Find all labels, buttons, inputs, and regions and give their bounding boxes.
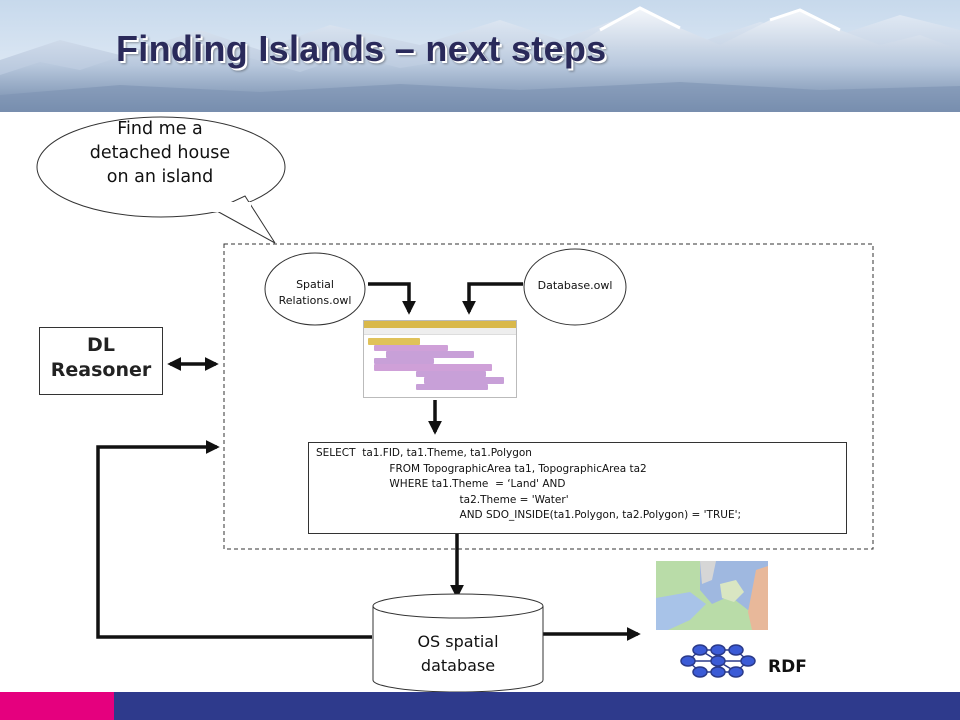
rdf-label: RDF (768, 657, 807, 677)
footer-band (114, 692, 960, 720)
spatial-relations-owl-node (264, 252, 366, 326)
spatial-relations-owl-label: Spatial Relations.owl (278, 278, 352, 307)
footer-bar (0, 692, 960, 720)
ontology-region (223, 243, 874, 550)
owl-editor-titlebar (364, 321, 516, 328)
owl-editor-line (424, 377, 504, 384)
owl-editor-line (374, 357, 434, 364)
dl-reasoner-box (39, 327, 163, 395)
speech-bubble-text: Find me a detached house on an island (89, 119, 231, 187)
owl-editor-line (386, 351, 474, 358)
arrow-database-feedback (96, 440, 372, 639)
arrow-spatial-to-editor (368, 282, 416, 315)
owl-editor-line (374, 344, 448, 351)
owl-editor-line (416, 383, 488, 390)
footer-accent (0, 692, 114, 720)
mountain-banner (0, 0, 960, 112)
sql-query-box (308, 442, 847, 534)
owl-editor-line (416, 370, 486, 377)
speech-bubble (36, 116, 286, 244)
database-owl-label: Database.owl (537, 279, 613, 292)
os-spatial-database-cylinder (372, 593, 544, 693)
owl-class-description-screenshot (363, 320, 517, 398)
os-spatial-database-label: OS spatial database (417, 632, 499, 675)
owl-editor-line (368, 338, 420, 345)
slide-title: Finding Islands – next steps (116, 28, 607, 69)
owl-editor-line (374, 364, 492, 371)
rdf-network-graph-icon (680, 644, 756, 678)
owl-editor-toolbar (364, 328, 516, 335)
island-map-thumbnail (656, 561, 768, 630)
database-owl-node (523, 248, 627, 326)
sql-query-text: SELECT ta1.FID, ta1.Theme, ta1.Polygon F… (316, 447, 742, 522)
dl-reasoner-label: DL Reasoner (50, 334, 152, 381)
arrow-database-to-editor (462, 282, 523, 315)
